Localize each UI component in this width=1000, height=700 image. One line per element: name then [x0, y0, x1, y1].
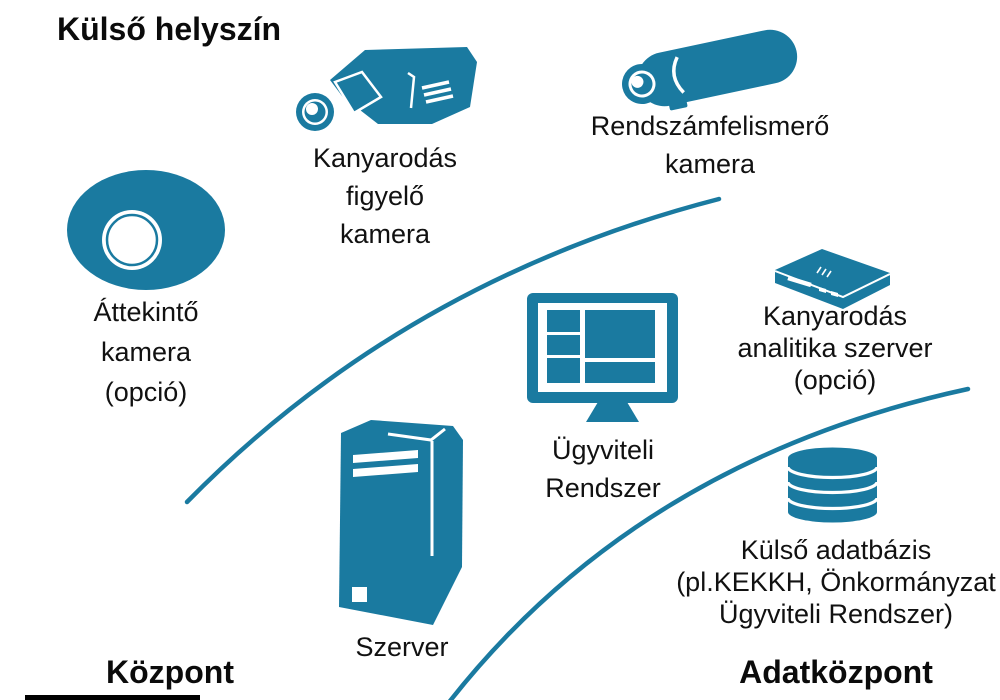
box-camera-vents [421, 80, 454, 104]
screen-main-panel [585, 310, 655, 358]
section-title-center: Központ [106, 654, 234, 690]
dome-lens-ring [105, 213, 159, 267]
monitor-stand [586, 402, 639, 422]
tower-power-button [352, 587, 367, 602]
database-separator [786, 497, 879, 511]
label-line: Külső adatbázis [740, 535, 932, 565]
tower-top-edge-line [387, 427, 446, 442]
tower-drive-bay [353, 464, 418, 477]
turn-camera-label: Kanyarodás figyelő kamera [313, 139, 457, 253]
label-line: Szerver [355, 632, 449, 662]
section-title-datacenter: Adatközpont [739, 654, 933, 690]
appliance-server-icon [774, 249, 891, 309]
appliance-slot [787, 275, 812, 288]
server-label: Szerver [355, 628, 448, 666]
label-line: Kanyarodás [312, 143, 458, 173]
label-line: Kanyarodás [762, 301, 908, 331]
admin-system-label: Ügyviteli Rendszer [545, 431, 661, 507]
screen-bottom-panel [585, 362, 655, 383]
label-line: kamera [100, 337, 192, 367]
label-line: Rendszámfelismerő [590, 111, 830, 141]
section-title-external-site: Külső helyszín [57, 11, 282, 47]
bullet-camera-icon [622, 29, 798, 111]
dome-lens-white [102, 210, 162, 270]
label-line: Ügyviteli Rendszer) [718, 599, 954, 629]
label-line: Ügyviteli [551, 435, 655, 465]
appliance-port [831, 291, 838, 297]
screen-tile [547, 310, 580, 332]
box-camera-funnel [333, 70, 383, 115]
label-line: (pl.KEKKH, Önkormányzat [676, 567, 996, 597]
label-line: kamera [664, 149, 756, 179]
tower-drive-bay [353, 450, 418, 463]
label-line: Rendszer [545, 473, 661, 503]
bullet-camera-body [637, 29, 798, 107]
appliance-right-face [843, 273, 890, 309]
database-body [788, 447, 877, 523]
appliance-vents [816, 266, 832, 278]
tower-server-icon [339, 420, 463, 625]
analytics-server-label: Kanyarodás analitika szerver (opció) [737, 300, 932, 396]
box-camera-icon [296, 47, 477, 131]
database-separator [786, 481, 879, 495]
bullet-camera-lens-highlight [631, 75, 644, 88]
bullet-camera-crescent [672, 56, 685, 94]
screen-tile [547, 358, 580, 383]
label-line: analitika szerver [737, 333, 933, 363]
label-line: Áttekintő [93, 297, 199, 327]
label-line: figyelő [345, 181, 425, 211]
appliance-top-face [775, 249, 890, 296]
box-camera-lens-highlight [306, 103, 318, 115]
dome-camera-icon [67, 170, 225, 290]
label-line: (opció) [793, 365, 877, 395]
box-camera-edge-line [407, 71, 416, 109]
anpr-camera-label: Rendszámfelismerő kamera [591, 107, 830, 183]
overview-camera-label: Áttekintő kamera (opció) [93, 292, 198, 412]
label-line: kamera [339, 219, 431, 249]
external-database-label: Külső adatbázis (pl.KEKKH, Önkormányzat … [676, 534, 996, 630]
monitor-icon [527, 293, 678, 422]
label-line: (opció) [104, 377, 188, 407]
screen-tile [547, 335, 580, 355]
appliance-port [819, 287, 826, 293]
database-icon [786, 447, 879, 523]
database-separator [786, 466, 879, 480]
bottom-left-black-bar [25, 695, 200, 700]
boundary-curve-left [184, 196, 722, 505]
boundary-curve-right [447, 386, 971, 700]
